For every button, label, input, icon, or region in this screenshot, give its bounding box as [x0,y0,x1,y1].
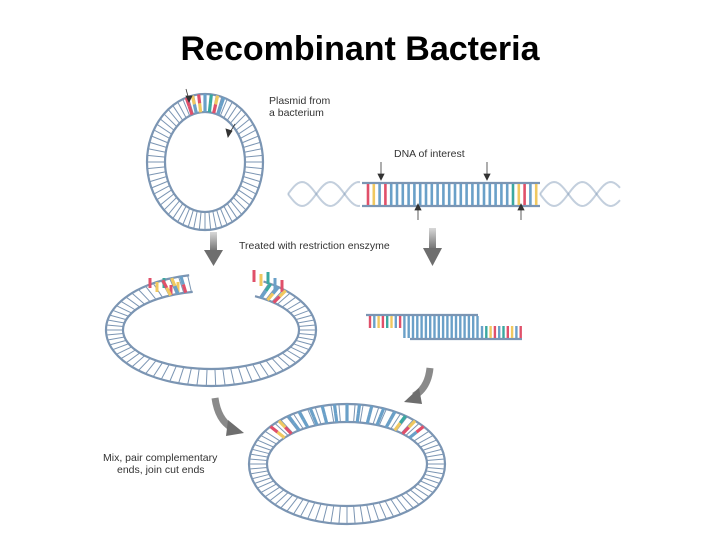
plasmid-cut-pointers [185,88,236,138]
curved-arrow-icon [211,397,244,436]
mix-label-line1: Mix, pair complementary [103,452,218,464]
dna-fragment-sticky-ends [366,313,522,341]
plasmid-label-line2: a bacterium [269,107,324,119]
mix-label-line2: ends, join cut ends [117,464,205,476]
dna-of-interest-helix [287,180,621,208]
curved-arrow-icon [404,367,434,404]
plasmid-label-line1: Plasmid from [269,95,331,107]
treated-label: Treated with restriction enszyme [239,240,390,252]
recombinant-plasmid [247,402,447,526]
dna-of-interest-label: DNA of interest [394,148,465,160]
down-arrow-icon [204,232,223,266]
slide-title: Recombinant Bacteria [180,30,540,68]
bacterial-plasmid [145,92,265,232]
cut-plasmid [104,270,318,388]
down-arrow-icon [423,228,442,266]
dna-cut-pointers [377,162,525,220]
